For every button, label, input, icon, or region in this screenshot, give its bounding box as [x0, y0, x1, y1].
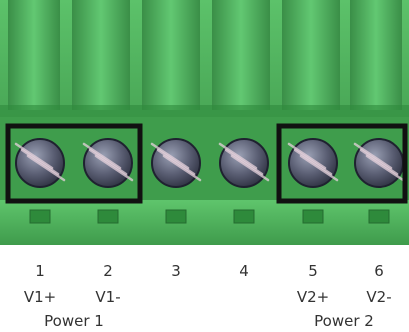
pin-window-6 — [368, 209, 390, 224]
screw-2 — [82, 138, 134, 188]
terminal-4-number: 4 — [239, 262, 249, 280]
terminal-block-connector-image — [0, 0, 409, 245]
pin-windows — [29, 209, 390, 224]
screw-6 — [353, 138, 405, 188]
pin-window-5 — [302, 209, 324, 224]
power2-highlight-frame — [276, 123, 408, 204]
power2-group-label: Power 2 — [314, 312, 374, 330]
screw-1 — [14, 138, 66, 188]
terminal-3-number: 3 — [171, 262, 181, 280]
pin-window-3 — [165, 209, 187, 224]
screw-row — [14, 138, 405, 188]
power1-highlight-frame — [5, 123, 143, 204]
screw-4 — [218, 138, 270, 188]
terminal-2-number: 2 — [103, 262, 113, 280]
terminal-6-signal: V2- — [366, 288, 392, 306]
housing-ribs — [0, 0, 409, 117]
terminal-2-signal: V1- — [95, 288, 121, 306]
terminal-5-signal: V2+ — [296, 288, 330, 306]
terminal-5-number: 5 — [308, 262, 318, 280]
screw-3 — [150, 138, 202, 188]
screw-5 — [287, 138, 339, 188]
power1-group-label: Power 1 — [44, 312, 104, 330]
pin-window-2 — [97, 209, 119, 224]
terminal-1-signal: V1+ — [23, 288, 57, 306]
terminal-1-number: 1 — [35, 262, 45, 280]
pin-window-4 — [233, 209, 255, 224]
pin-window-1 — [29, 209, 51, 224]
terminal-6-number: 6 — [374, 262, 384, 280]
